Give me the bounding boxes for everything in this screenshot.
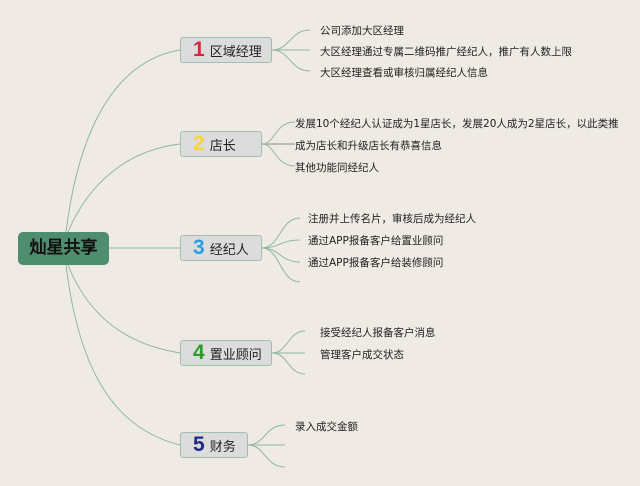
number-badge: 1 [193, 38, 205, 61]
leaf-item: 其他功能同经纪人 [295, 162, 379, 174]
number-badge: 2 [193, 132, 205, 155]
leaf-item: 注册并上传名片，审核后成为经纪人 [308, 213, 476, 225]
leaf-item: 成为店长和升级店长有恭喜信息 [295, 140, 442, 152]
number-badge: 3 [193, 236, 205, 259]
branch-label: 区域经理 [209, 44, 262, 60]
leaf-item: 大区经理查看或审核归属经纪人信息 [320, 67, 488, 79]
branch-label: 财务 [209, 439, 236, 455]
branch-node-regional-manager[interactable]: 1 区域经理 [180, 37, 272, 63]
leaf-item: 大区经理通过专属二维码推广经纪人，推广有人数上限 [320, 46, 572, 58]
leaf-item: 发展10个经纪人认证成为1星店长，发展20人成为2星店长，以此类推 [295, 118, 619, 130]
number-badge: 5 [193, 433, 205, 456]
branch-label: 店长 [209, 138, 236, 154]
number-badge: 4 [193, 341, 205, 364]
root-node[interactable]: 灿星共享 [18, 232, 109, 265]
leaf-item: 录入成交金额 [295, 421, 358, 433]
leaf-item: 通过APP报备客户给置业顾问 [308, 235, 444, 247]
branch-node-store-manager[interactable]: 2 店长 [180, 131, 262, 157]
leaf-item: 公司添加大区经理 [320, 25, 404, 37]
branch-label: 经纪人 [209, 242, 249, 258]
branch-node-agent[interactable]: 3 经纪人 [180, 235, 262, 261]
branch-label: 置业顾问 [209, 347, 262, 363]
leaf-item: 接受经纪人报备客户消息 [320, 327, 436, 339]
branch-node-finance[interactable]: 5 财务 [180, 432, 248, 458]
leaf-item: 管理客户成交状态 [320, 349, 404, 361]
leaf-item: 通过APP报备客户给装修顾问 [308, 257, 444, 269]
branch-node-property-consultant[interactable]: 4 置业顾问 [180, 340, 272, 366]
